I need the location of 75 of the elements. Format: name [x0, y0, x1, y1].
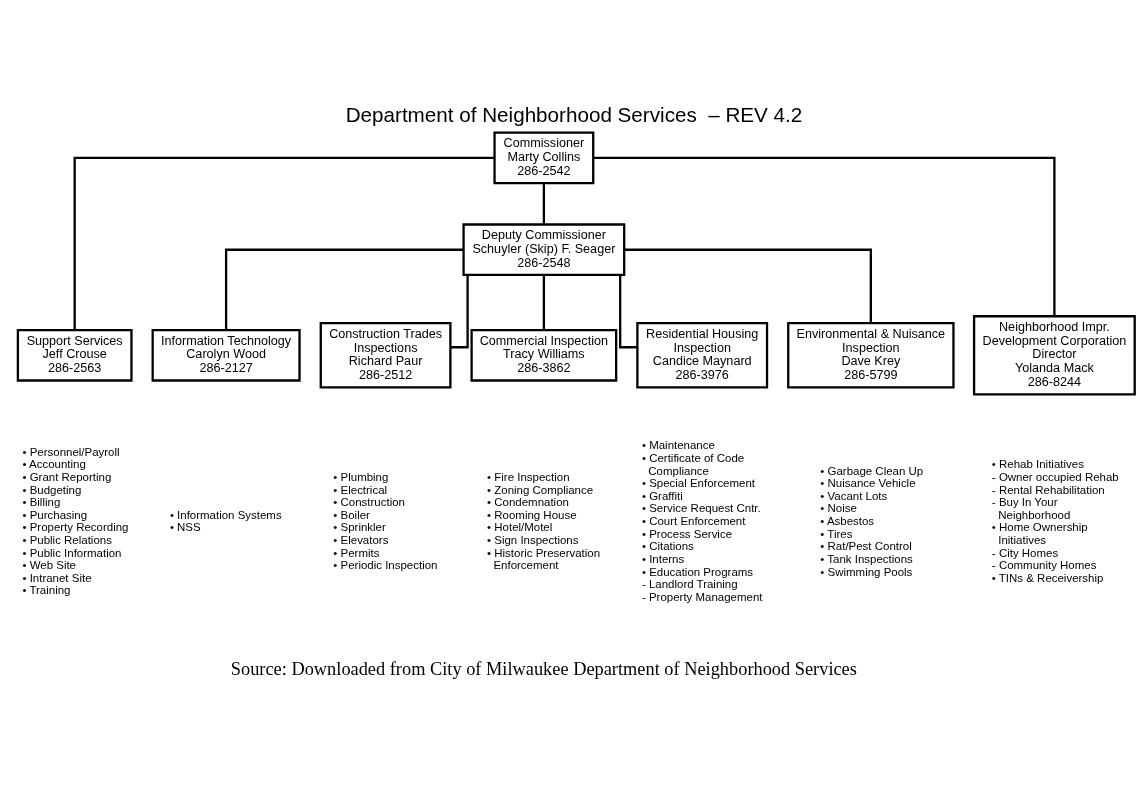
node-label: • Citations: [641, 540, 694, 553]
node-label: • Certificate of Code Compliance: [641, 451, 745, 477]
node-label: • Periodic Inspection: [333, 559, 438, 572]
connector: [224, 248, 464, 330]
node-label: • Swimming Pools: [820, 565, 913, 578]
connector: [542, 183, 546, 225]
node-label: • Service Request Cntr.: [641, 502, 761, 515]
connector: [73, 156, 495, 330]
node-box: Information Technology Carolyn Wood 286-2127: [151, 328, 301, 382]
node-label: • Hotel/Motel: [487, 521, 553, 534]
node-label: • Property Recording: [22, 521, 129, 534]
connector: [593, 156, 1056, 316]
node-label: • Personnel/Payroll: [22, 445, 120, 458]
node-label: • Vacant Lots: [820, 489, 888, 502]
node-label: • Boiler: [333, 508, 370, 521]
node-label: • Condemnation: [487, 496, 569, 509]
node-label: • Permits: [333, 546, 380, 559]
node-label: • Information Systems: [169, 508, 282, 521]
diagram-title: Department of Neighborhood Services – REV 4.2: [345, 102, 803, 126]
node-label: • Electrical: [333, 483, 388, 496]
node-label: - Property Management: [641, 590, 763, 603]
node-label: • Sprinkler: [333, 521, 386, 534]
node-label: • Intranet Site: [22, 571, 92, 584]
node-label: • Rehab Initiatives: [991, 458, 1084, 471]
node-label: • Asbestos: [820, 515, 875, 528]
node-label: - Landlord Training: [641, 578, 738, 591]
node-label: • Purchasing: [22, 508, 88, 521]
node-label: • Accounting: [22, 458, 86, 471]
node-label: • Elevators: [333, 533, 389, 546]
node-label: • Plumbing: [333, 470, 389, 483]
node-label: • Construction: [333, 496, 405, 509]
node-label: • Rat/Pest Control: [820, 540, 912, 553]
node-label: • Court Enforcement: [641, 515, 746, 528]
node-label: • Education Programs: [641, 565, 754, 578]
node-box: Neighborhood Impr. Development Corporation Director Yolanda Mack 286-8244: [972, 315, 1136, 396]
node-label: • Nuisance Vehicle: [820, 477, 916, 490]
node-label: • Public Information: [22, 546, 122, 559]
node-label: • Tank Inspections: [820, 552, 913, 565]
node-box: Construction Trades Inspections Richard Paur 286-2512: [319, 322, 452, 389]
node-label: • Sign Inspections: [487, 533, 579, 546]
node-label: • Noise: [820, 502, 857, 515]
node-label: • Training: [22, 584, 71, 597]
node-label: • Public Relations: [22, 533, 112, 546]
node-label: • Interns: [641, 552, 685, 565]
node-label: • NSS: [169, 521, 201, 534]
caption: Source: Downloaded from City of Milwaukee Department of Neighborhood Services: [230, 659, 857, 680]
node-label: - Rental Rehabilitation: [991, 483, 1105, 496]
node-label: • Special Enforcement: [641, 477, 755, 490]
node-label: • Home Ownership Initiatives: [991, 521, 1088, 546]
node-label: - Community Homes: [991, 559, 1097, 572]
node-label: - City Homes: [991, 546, 1059, 559]
connector: [542, 275, 546, 330]
node-box: Environmental & Nuisance Inspection Dave Krey 286-5799: [787, 322, 955, 389]
connector: [624, 248, 872, 324]
node-label: • Graffiti: [641, 489, 683, 502]
node-box: Commissioner Marty Collins 286-2542: [493, 131, 595, 185]
node-label: • Web Site: [22, 559, 76, 572]
node-label: • Grant Reporting: [22, 470, 112, 483]
node-label: • TINs & Receivership: [991, 571, 1104, 584]
node-box: Support Services Jeff Crouse 286-2563: [16, 328, 133, 382]
node-box: Residential Housing Inspection Candice Maynard 286-3976: [636, 322, 769, 389]
node-box: Commercial Inspection Tracy Williams 286-3862: [470, 328, 618, 382]
node-label: • Historic Preservation Enforcement: [487, 546, 601, 572]
node-label: • Billing: [22, 496, 61, 509]
node-box: Deputy Commissioner Schuyler (Skip) F. Seager 286-2548: [462, 223, 626, 277]
node-label: • Rooming House: [487, 508, 577, 521]
node-label: - Buy In Your Neighborhood: [991, 496, 1071, 521]
node-label: • Zoning Compliance: [487, 483, 594, 496]
node-label: • Garbage Clean Up: [820, 464, 924, 477]
node-label: • Process Service: [641, 527, 733, 540]
node-label: • Fire Inspection: [487, 470, 570, 483]
node-label: • Maintenance: [641, 439, 715, 452]
node-label: - Owner occupied Rehab: [991, 470, 1119, 483]
node-label: • Tires: [820, 527, 853, 540]
node-label: • Budgeting: [22, 483, 82, 496]
